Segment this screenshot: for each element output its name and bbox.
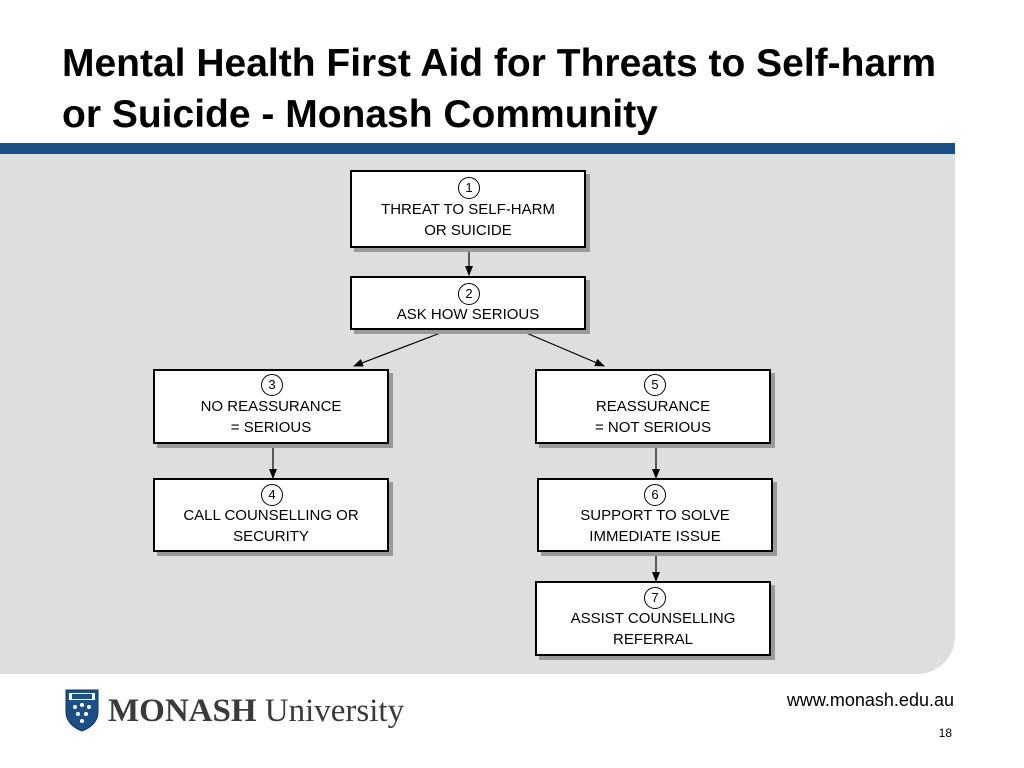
logo-word-university: University: [264, 693, 405, 729]
node-number-badge: 5: [644, 374, 666, 396]
node-text-line: ASSIST COUNSELLING: [570, 610, 736, 627]
title-rule: [0, 143, 955, 154]
node-text-line: SECURITY: [233, 528, 309, 545]
node-text-line: NO REASSURANCE: [200, 398, 342, 415]
node-number-badge: 6: [644, 484, 666, 506]
flow-node-4: 4 CALL COUNSELLING OR SECURITY: [153, 478, 389, 552]
monash-crest-icon: [65, 689, 99, 732]
flow-node-1: 1 THREAT TO SELF-HARM OR SUICIDE: [350, 170, 586, 248]
footer-url: www.monash.edu.au: [786, 690, 954, 710]
node-number-badge: 7: [644, 587, 666, 609]
connector-2-5: [523, 331, 605, 367]
slide-title: Mental Health First Aid for Threats to S…: [62, 42, 936, 136]
connector-2-3: [353, 331, 444, 367]
node-text-line: = NOT SERIOUS: [594, 419, 711, 436]
node-text-line: IMMEDIATE ISSUE: [589, 528, 721, 545]
node-text-line: SUPPORT TO SOLVE: [580, 507, 730, 524]
page-number: 18: [938, 726, 952, 740]
node-text-line: REFERRAL: [612, 631, 694, 648]
node-text-line: OR SUICIDE: [424, 222, 512, 239]
node-number-badge: 4: [261, 484, 283, 506]
monash-university-logo: MONASH University: [64, 688, 404, 732]
node-text-line: ASK HOW SERIOUS: [396, 306, 540, 323]
flow-node-3: 3 NO REASSURANCE = SERIOUS: [153, 369, 389, 444]
flow-node-5: 5 REASSURANCE = NOT SERIOUS: [535, 369, 771, 444]
flow-node-2: 2 ASK HOW SERIOUS: [350, 276, 586, 330]
node-number-badge: 1: [458, 177, 480, 199]
node-number-badge: 2: [458, 283, 480, 305]
logo-word-monash: MONASH: [108, 693, 257, 729]
flow-node-6: 6 SUPPORT TO SOLVE IMMEDIATE ISSUE: [537, 478, 773, 552]
node-text-line: REASSURANCE: [595, 398, 711, 415]
flow-node-7: 7 ASSIST COUNSELLING REFERRAL: [535, 581, 771, 656]
node-text-line: CALL COUNSELLING OR: [183, 507, 359, 524]
node-text-line: = SERIOUS: [230, 419, 312, 436]
node-text-line: THREAT TO SELF-HARM: [381, 201, 555, 218]
node-number-badge: 3: [261, 374, 283, 396]
logo-wordmark: MONASH University: [108, 692, 404, 730]
